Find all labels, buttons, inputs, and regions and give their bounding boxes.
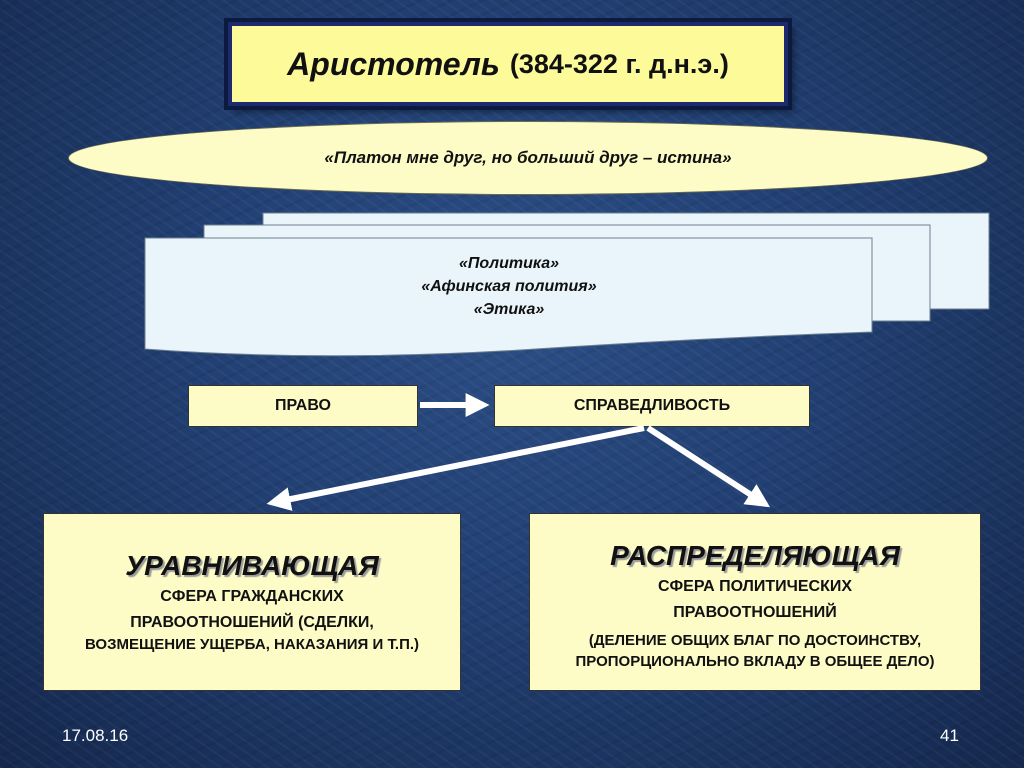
scroll-front	[144, 237, 873, 357]
title-box: Аристотель (384-322 г. д.н.э.)	[228, 22, 788, 106]
work-ethics: «Этика»	[473, 301, 545, 318]
law-box: ПРАВО	[188, 385, 418, 427]
work-athenian-polity: «Афинская полития»	[421, 278, 597, 295]
distributive-title: РАСПРЕДЕЛЯЮЩАЯ	[610, 540, 900, 571]
distributive-box: РАСПРЕДЕЛЯЮЩАЯ СФЕРА ПОЛИТИЧЕСКИХ ПРАВОО…	[529, 513, 981, 691]
equalizing-box: УРАВНИВАЮЩАЯ СФЕРА ГРАЖДАНСКИХ ПРАВООТНО…	[43, 513, 461, 691]
distributive-line2: ПРАВООТНОШЕНИЙ	[673, 604, 837, 621]
arrow-justice-to-equalizing	[266, 425, 645, 511]
work-politics: «Политика»	[458, 255, 559, 272]
equalizing-title: УРАВНИВАЮЩАЯ	[125, 550, 379, 581]
slide-date: 17.08.16	[62, 726, 129, 745]
distributive-line1: СФЕРА ПОЛИТИЧЕСКИХ	[657, 578, 853, 595]
justice-label: СПРАВЕДЛИВОСТЬ	[573, 397, 731, 414]
title-years: (384-322 г. д.н.э.)	[509, 48, 729, 79]
law-label: ПРАВО	[275, 397, 331, 414]
works-scrolls	[144, 212, 990, 357]
equalizing-line1: СФЕРА ГРАЖДАНСКИХ	[160, 588, 344, 605]
works-list: «Политика» «Афинская полития» «Этика»	[145, 252, 873, 321]
justice-box: СПРАВЕДЛИВОСТЬ	[494, 385, 810, 427]
equalizing-line3: ВОЗМЕЩЕНИЕ УЩЕРБА, НАКАЗАНИЯ И Т.П.)	[84, 636, 420, 653]
equalizing-line2: ПРАВООТНОШЕНИЙ (СДЕЛКИ,	[130, 614, 374, 631]
slide-number: 41	[940, 726, 959, 745]
quote-ellipse: «Платон мне друг, но больший друг – исти…	[68, 121, 988, 195]
distributive-line3: (ДЕЛЕНИЕ ОБЩИХ БЛАГ ПО ДОСТОИНСТВУ,	[588, 632, 922, 649]
distributive-line4: ПРОПОРЦИОНАЛЬНО ВКЛАДУ В ОБЩЕЕ ДЕЛО)	[575, 653, 935, 670]
quote-text: «Платон мне друг, но больший друг – исти…	[324, 148, 732, 167]
title-name: Аристотель	[287, 45, 500, 82]
arrow-justice-to-distributive	[646, 425, 771, 508]
